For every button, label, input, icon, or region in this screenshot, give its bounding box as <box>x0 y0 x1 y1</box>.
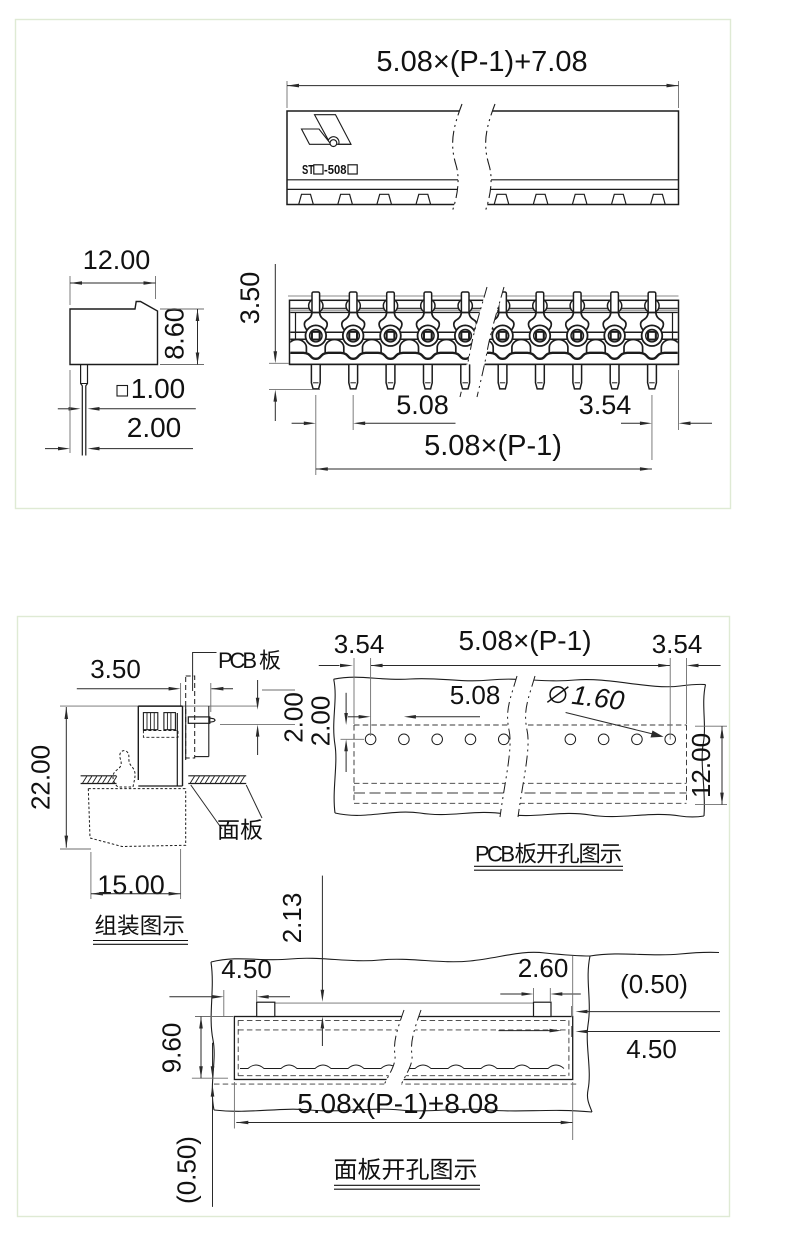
svg-text:ST: ST <box>302 163 314 177</box>
svg-text:PCB: PCB <box>475 842 515 867</box>
svg-text:5.08: 5.08 <box>450 680 501 710</box>
svg-text:12.00: 12.00 <box>83 245 151 275</box>
svg-text:22.00: 22.00 <box>25 745 55 810</box>
svg-text:5.08×(P-1)+7.08: 5.08×(P-1)+7.08 <box>376 46 587 78</box>
svg-text:3.50: 3.50 <box>235 272 265 325</box>
svg-text:5.08: 5.08 <box>396 390 449 420</box>
svg-text:3.50: 3.50 <box>90 654 141 684</box>
svg-text:3.54: 3.54 <box>334 629 385 659</box>
svg-text:3.54: 3.54 <box>579 390 632 420</box>
svg-text:3.54: 3.54 <box>652 629 703 659</box>
svg-text:1.60: 1.60 <box>570 680 626 716</box>
svg-text:9.60: 9.60 <box>156 1023 186 1074</box>
svg-text:2.60: 2.60 <box>518 953 569 983</box>
svg-text:4.50: 4.50 <box>221 954 272 984</box>
svg-text:5.08×(P-1): 5.08×(P-1) <box>458 625 591 656</box>
svg-text:8.60: 8.60 <box>160 307 190 360</box>
svg-text:12.00: 12.00 <box>686 733 716 798</box>
svg-text:2.00: 2.00 <box>305 696 335 747</box>
svg-text:4.50: 4.50 <box>626 1034 677 1064</box>
svg-text:2.00: 2.00 <box>278 692 308 743</box>
svg-text:-508: -508 <box>324 163 347 177</box>
svg-text:2.00: 2.00 <box>127 412 182 443</box>
svg-text:15.00: 15.00 <box>97 870 165 900</box>
svg-text:5.08×(P-1): 5.08×(P-1) <box>424 430 562 462</box>
svg-text:5.08x(P-1)+8.08: 5.08x(P-1)+8.08 <box>297 1088 499 1119</box>
svg-text:1.00: 1.00 <box>131 373 186 404</box>
svg-text:2.13: 2.13 <box>277 893 307 944</box>
svg-text:(0.50): (0.50) <box>620 969 688 999</box>
svg-text:PCB: PCB <box>218 648 257 673</box>
svg-text:(0.50): (0.50) <box>171 1136 201 1204</box>
